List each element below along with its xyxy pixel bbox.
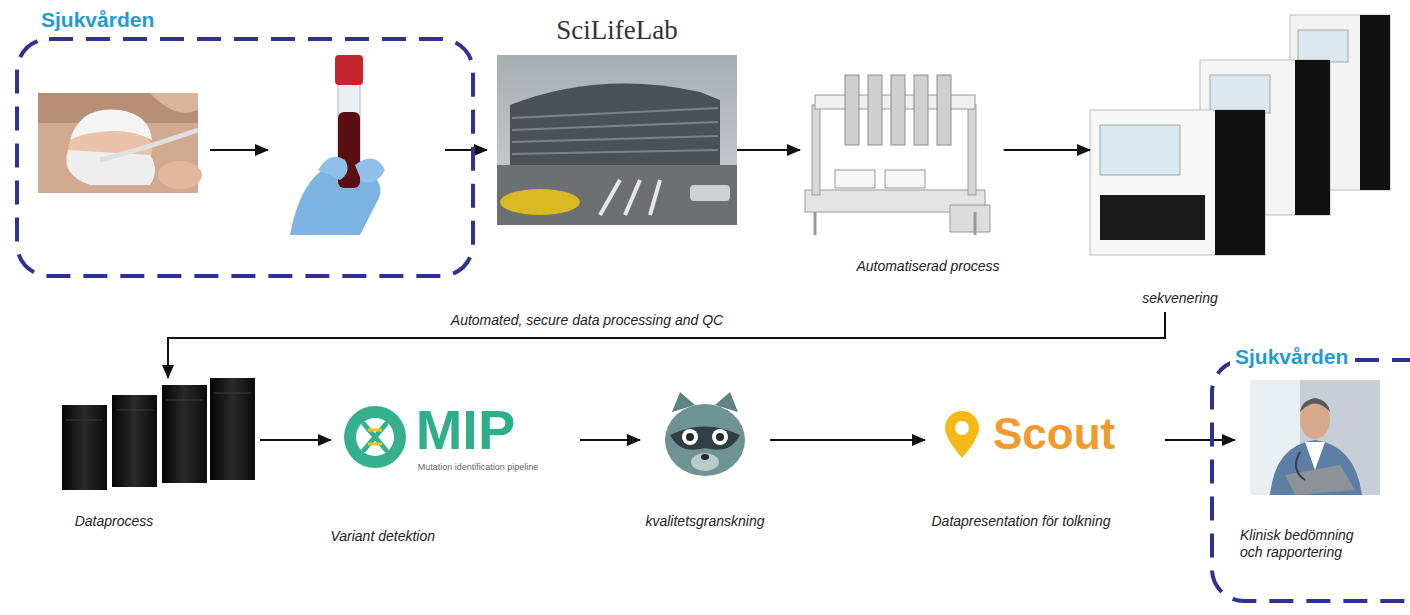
scout-pin-icon xyxy=(945,411,979,458)
lab-step: SciLifeLab xyxy=(497,10,737,228)
step-caption: kvalitetsgranskning xyxy=(645,513,764,530)
process-step: kvalitetsgranskning xyxy=(640,390,770,535)
step-caption: Dataprocess xyxy=(75,513,154,530)
logo-text: MIP xyxy=(416,402,516,458)
mip-icon xyxy=(344,406,406,468)
edge-label: Automated, secure data processing and QC xyxy=(447,312,727,328)
step-caption: Klinisk bedömning och rapportering xyxy=(1240,527,1372,561)
logo-text: SciLifeLab xyxy=(556,14,677,46)
region-heading: Sjukvården xyxy=(36,7,159,32)
flow-arrow xyxy=(580,439,640,441)
sequencer-machines xyxy=(1090,15,1390,255)
flow-arrow xyxy=(168,312,1165,378)
baby-photo xyxy=(38,93,202,193)
step-caption: sekvenering xyxy=(1142,290,1218,307)
liquid-handler xyxy=(805,75,990,235)
building-photo xyxy=(497,55,737,225)
process-step: sekvenering xyxy=(1090,10,1395,312)
flow-arrow xyxy=(210,149,268,151)
process-step: Dataprocess xyxy=(55,378,260,538)
flow-arrow xyxy=(260,439,331,441)
step-caption: Automatiserad process xyxy=(856,258,999,275)
flow-arrow xyxy=(737,149,800,151)
flow-arrow xyxy=(770,439,925,441)
process-step: Klinisk bedömning och rapportering xyxy=(1235,378,1387,570)
dashed-border xyxy=(17,39,473,276)
server-racks xyxy=(62,378,255,490)
dashed-region-outline xyxy=(1210,358,1410,603)
raccoon-icon xyxy=(665,392,745,476)
flow-arrow xyxy=(445,149,487,151)
process-step: ScoutDatapresentation för tolkning xyxy=(925,405,1165,535)
process-step: MIP Mutation identification pipelineVaria… xyxy=(331,398,580,550)
care-region: SjukvårdenKlinisk bedömning och rapporte… xyxy=(1210,358,1410,603)
step-caption: Variant detektion xyxy=(330,528,435,545)
dashed-border xyxy=(1212,360,1410,601)
blood-tube xyxy=(290,55,385,235)
flow-arrow xyxy=(1004,149,1090,151)
doctor-photo xyxy=(1250,380,1380,495)
dashed-region-outline xyxy=(15,37,475,278)
step-caption: Datapresentation för tolkning xyxy=(932,513,1111,530)
logo-subtitle: Mutation identification pipeline xyxy=(418,462,539,473)
logo-text: Scout xyxy=(993,412,1115,456)
care-region: Sjukvården xyxy=(15,37,475,278)
flow-arrow xyxy=(1165,439,1235,441)
process-step: Automatiserad process xyxy=(800,65,1004,287)
region-heading: Sjukvården xyxy=(1230,344,1353,369)
